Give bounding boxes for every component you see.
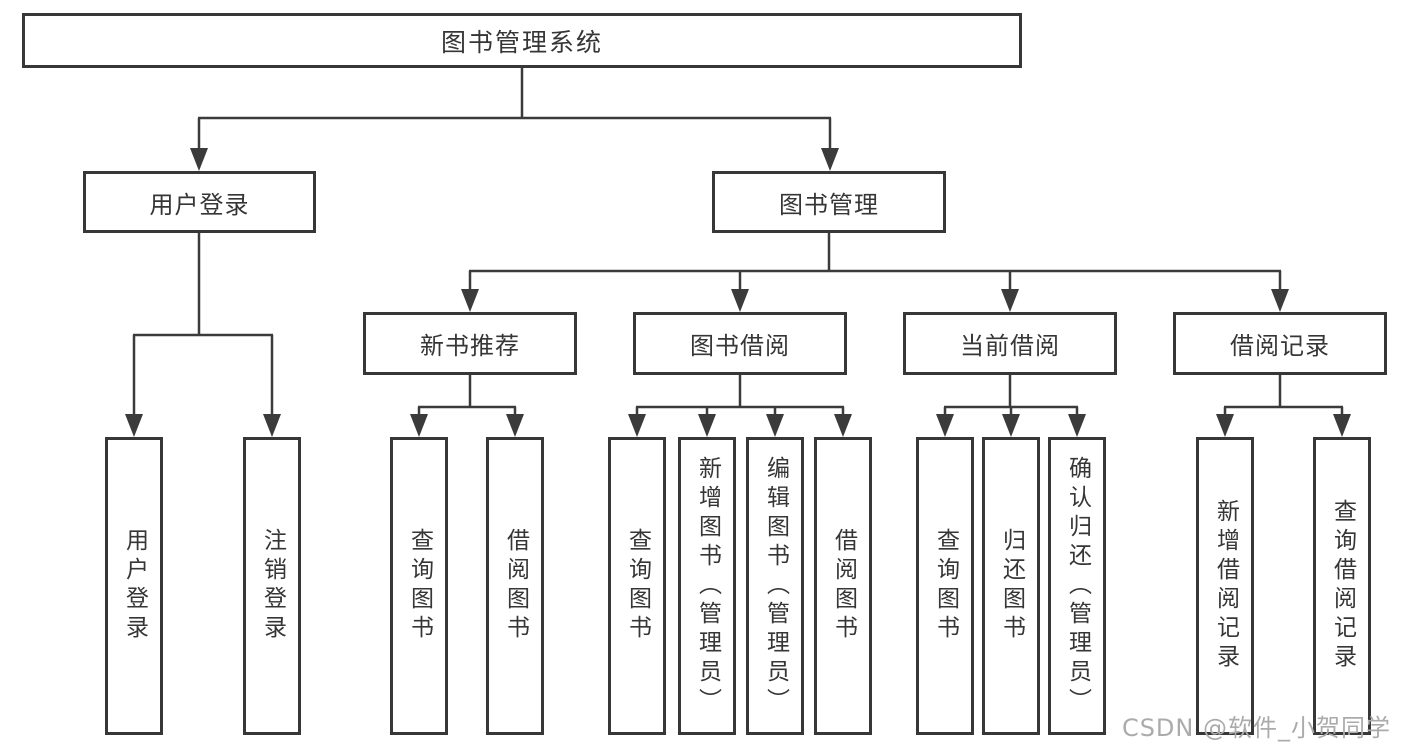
node-query-borrow-record: 查询借阅记录 xyxy=(1313,437,1371,735)
node-label: 图书借阅 xyxy=(690,332,790,360)
node-label: 图书管理 xyxy=(779,190,879,219)
node-label: 查询图书 xyxy=(406,528,433,644)
node-query-books-recommend: 查询图书 xyxy=(390,437,448,735)
node-label: 查询图书 xyxy=(624,528,651,644)
connector-borrow-records-children xyxy=(1216,375,1351,437)
node-label: 用户登录 xyxy=(149,190,250,219)
node-add-borrow-record: 新增借阅记录 xyxy=(1196,437,1254,735)
node-borrow-books-recommend: 借阅图书 xyxy=(486,437,544,735)
node-label: 新增图书（管理员） xyxy=(694,455,721,717)
node-label: 借阅记录 xyxy=(1230,332,1330,360)
node-query-books-borrow: 查询图书 xyxy=(608,437,666,735)
connector-current-borrow-children xyxy=(936,375,1086,437)
node-borrow-books-leaf: 借阅图书 xyxy=(814,437,872,735)
node-new-book-recommend: 新书推荐 xyxy=(363,312,577,375)
connector-book-management-children xyxy=(461,233,1289,312)
connector-new-book-children xyxy=(410,375,524,437)
node-label: 图书管理系统 xyxy=(440,27,603,57)
node-user-login-leaf: 用户登录 xyxy=(105,437,163,735)
connector-root-to-level1 xyxy=(190,68,839,171)
node-return-book: 归还图书 xyxy=(982,437,1040,735)
watermark: CSDN @软件_小贺同学 xyxy=(1121,714,1391,742)
node-label: 新书推荐 xyxy=(420,332,520,360)
node-library-management-system: 图书管理系统 xyxy=(22,13,1022,68)
node-label: 查询借阅记录 xyxy=(1329,499,1356,673)
node-label: 当前借阅 xyxy=(960,332,1060,360)
node-label: 查询图书 xyxy=(932,528,959,644)
node-logout-leaf: 注销登录 xyxy=(243,437,301,735)
node-book-borrow: 图书借阅 xyxy=(633,312,847,375)
node-label: 借阅图书 xyxy=(502,528,529,644)
node-query-books-current: 查询图书 xyxy=(916,437,974,735)
node-label: 借阅图书 xyxy=(830,528,857,644)
node-edit-book-admin: 编辑图书（管理员） xyxy=(746,437,804,735)
node-label: 编辑图书（管理员） xyxy=(762,455,789,717)
node-label: 注销登录 xyxy=(259,528,286,644)
node-current-borrow: 当前借阅 xyxy=(903,312,1117,375)
node-user-login: 用户登录 xyxy=(83,171,316,233)
node-label: 归还图书 xyxy=(998,528,1025,644)
connector-book-borrow-children xyxy=(628,375,852,437)
node-label: 用户登录 xyxy=(121,528,148,644)
node-add-book-admin: 新增图书（管理员） xyxy=(678,437,736,735)
node-confirm-return-admin: 确认归还（管理员） xyxy=(1048,437,1106,735)
node-book-management: 图书管理 xyxy=(712,171,946,233)
node-label: 确认归还（管理员） xyxy=(1064,455,1091,717)
node-borrow-records: 借阅记录 xyxy=(1173,312,1387,375)
node-label: 新增借阅记录 xyxy=(1212,499,1239,673)
connector-user-login-children xyxy=(125,233,281,437)
